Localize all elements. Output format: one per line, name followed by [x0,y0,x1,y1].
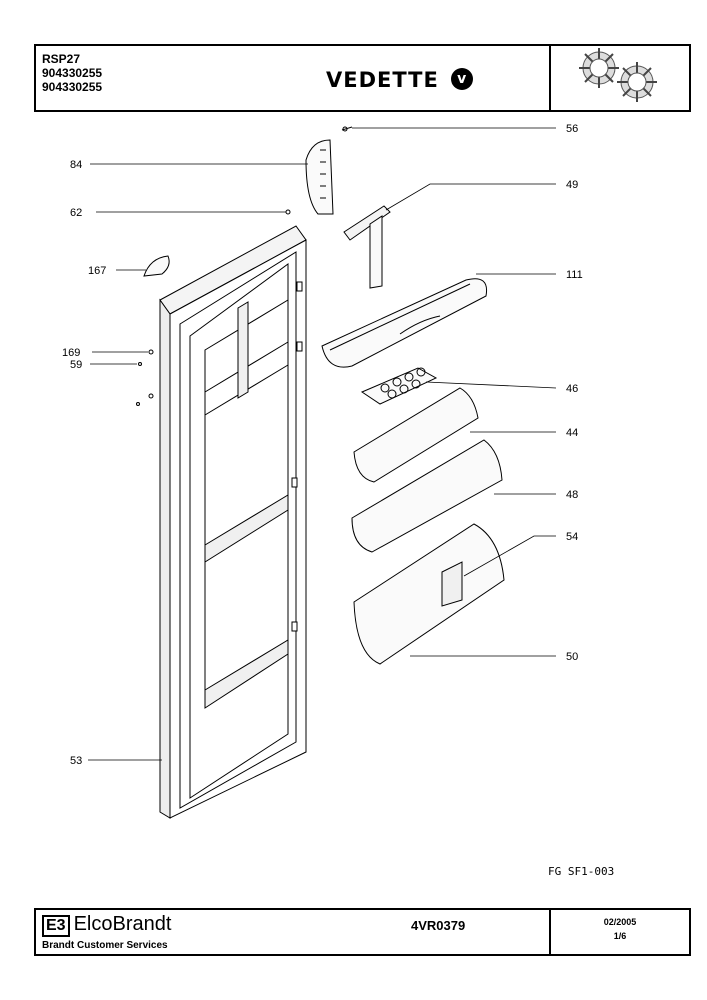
small-part-a [148,393,154,399]
callout-84: 84 [70,159,82,171]
small-part-b [136,402,140,406]
callout-54: 54 [566,531,578,543]
brand-logo-icon: v [451,68,474,90]
model-name: RSP27 [42,52,81,66]
figure-reference: FG SF1-003 [548,865,615,878]
callout-59: 59 [70,359,82,371]
reference-number-2: 904330255 [42,80,103,94]
document-reference: 4VR0379 [411,918,466,933]
brand-logo-text: VEDETTE v [326,68,474,92]
bracket-part [343,205,391,289]
header-frame: RSP27 904330255 904330255 VEDETTE v [34,44,691,112]
bottle-retainer-part [441,561,463,607]
pin-part [285,209,291,215]
company-name: ElcoBrandt [73,913,172,935]
small-washer-part [138,362,142,366]
egg-tray-part [360,367,438,405]
callout-49: 49 [566,179,578,191]
callout-44: 44 [566,427,578,439]
callout-169: 169 [62,347,80,359]
dairy-compartment-part [321,278,488,368]
hinge-cover-part [305,139,334,215]
page-number: 1/6 [613,931,627,941]
gear-logo-box [549,46,689,110]
model-block: RSP27 904330255 904330255 [42,52,102,94]
callout-48: 48 [566,489,578,501]
callout-167: 167 [88,265,106,277]
callout-53: 53 [70,755,82,767]
brand-name: VEDETTE [326,68,439,92]
company-mark-icon: E3 [42,915,70,937]
service-name: Brandt Customer Services [42,940,168,951]
door-shelf-part [353,387,479,483]
callout-111: 111 [566,269,583,281]
reference-number-1: 904330255 [42,66,103,80]
small-screw-part [148,349,154,355]
screw-part [341,126,353,132]
callout-62: 62 [70,207,82,219]
callout-50: 50 [566,651,578,663]
callout-56: 56 [566,123,578,135]
bottle-shelf-part [353,523,505,665]
gears-icon [579,48,657,102]
clip-part [143,255,170,277]
date-page-box: 02/2005 1/6 [549,910,689,954]
document-date: 02/2005 [603,917,637,927]
callout-46: 46 [566,383,578,395]
door-shelf-medium-part [351,439,503,553]
door-frame-part [159,225,307,819]
